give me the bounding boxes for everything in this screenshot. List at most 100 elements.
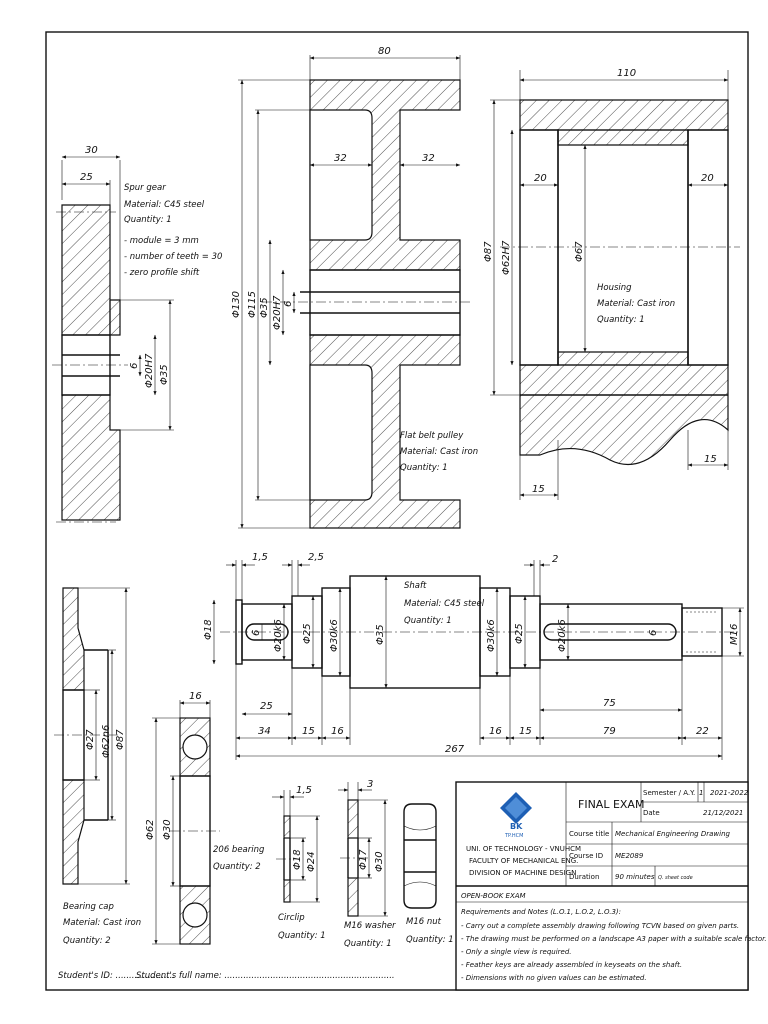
circlip-dim-18: Φ18 [292,849,303,870]
shaft-dim-20k6b: Φ20k6 [557,619,568,652]
sheet-border [45,31,749,991]
housing-dim-20a: 20 [534,173,547,184]
bearing-cap-part: Φ27 Φ62n6 Φ87 Bearing cap Material: Cast… [54,587,141,946]
pulley-dim-130: Φ130 [231,291,242,318]
shaft-dim-l25: 25 [260,701,273,712]
tb-duration-value: 90 minutes [615,873,655,881]
washer-dim-17: Φ17 [358,849,369,870]
tb-open-book: OPEN-BOOK EXAM [461,892,526,900]
housing-material: Material: Cast iron [597,299,675,309]
shaft-dim-l267: 267 [445,744,465,755]
bearing-quantity: Quantity: 2 [213,862,261,872]
tb-course-id-label: Course ID [569,852,603,860]
washer-dim-t: 3 [367,779,373,790]
pulley-dim-80: 80 [378,46,391,57]
cap-quantity: Quantity: 2 [63,936,111,946]
pulley-dim-20: Φ20H7 [272,295,283,330]
title-block: BK TP.HCM FINAL EXAM Semester / A.Y. 1 2… [455,781,767,991]
gear-dim-bore: Φ20H7 [144,353,155,388]
housing-dim-20b: 20 [701,173,714,184]
gear-dim-hub: Φ35 [159,364,170,385]
housing-dim-110: 110 [617,68,636,79]
gear-quantity: Quantity: 1 [124,215,172,225]
tb-duration-label: Duration [569,873,599,881]
pulley-material: Material: Cast iron [400,447,478,457]
shaft-part: 1,5 2,5 2 Φ18 6 Φ20k6 Φ25 Φ30k6 Φ35 Φ30k… [203,552,744,760]
tb-uni-3: DIVISION OF MACHINE DESIGN [469,869,576,877]
shaft-dim-key-a: 6 [251,630,262,636]
pulley-dim-35: Φ35 [259,297,270,318]
bearing-dim-30: Φ30 [162,819,173,840]
gear-dim-25: 25 [80,172,93,183]
shaft-dim-l22: 22 [696,726,709,737]
housing-dim-87: Φ87 [483,241,494,262]
shaft-dim-l16b: 16 [489,726,502,737]
nut-part: M16 nut Quantity: 1 [403,803,454,945]
shaft-name: Shaft [404,581,427,591]
gear-note-2: - number of teeth = 30 [124,252,222,262]
nut-name: M16 nut [406,917,442,927]
spur-gear-part: 30 25 6 Φ20H7 Φ35 Spur gear Material: C4… [52,145,222,523]
bearing-part: 16 Φ62 Φ30 206 bearing Quantity: 2 [145,691,265,945]
tb-sem-label: Semester / A.Y. [643,789,695,797]
gear-note-3: - zero profile shift [124,268,200,278]
tb-sheet-code: Q. sheet code [658,875,693,881]
circlip-dim-24: Φ24 [306,851,317,872]
student-name-field[interactable]: Student's full name: ...................… [136,971,395,981]
gear-material: Material: C45 steel [124,200,205,210]
pulley-dim-32a: 32 [334,153,347,164]
bk-logo-icon: BK TP.HCM [500,792,532,839]
tb-req-3: - Only a single view is required. [461,948,572,956]
shaft-dim-l34: 34 [258,726,271,737]
washer-dim-30: Φ30 [374,851,385,872]
shaft-dim-1-5: 1,5 [252,552,268,563]
nut-quantity: Quantity: 1 [406,935,454,945]
tb-course-id-value: ME2089 [615,852,644,860]
tb-date-label: Date [643,809,660,817]
circlip-name: Circlip [278,913,305,923]
shaft-dim-l15a: 15 [302,726,315,737]
gear-name: Spur gear [124,183,166,193]
tb-req-2: - The drawing must be performed on a lan… [461,935,767,943]
tb-sem-value: 1 [699,789,703,797]
tb-uni-2: FACULTY OF MECHANICAL ENG. [469,857,578,865]
washer-quantity: Quantity: 1 [344,939,392,949]
tb-course-title-label: Course title [569,830,609,838]
shaft-dim-18: Φ18 [203,619,214,640]
pulley-name: Flat belt pulley [400,431,464,441]
shaft-dim-30k6b: Φ30k6 [486,619,497,652]
cap-material: Material: Cast iron [63,918,141,928]
pulley-dim-key: 6 [283,301,294,307]
shaft-dim-l79: 79 [603,726,616,737]
pulley-dim-32b: 32 [422,153,435,164]
tb-uni-1: UNI. OF TECHNOLOGY - VNUHCM [466,845,581,853]
tb-req-5: - Dimensions with no given values can be… [461,974,647,982]
bearing-dim-62: Φ62 [145,819,156,840]
gear-dim-30: 30 [85,145,98,156]
cap-dim-62: Φ62n6 [101,725,112,758]
shaft-dim-35: Φ35 [375,624,386,645]
tb-date-value: 21/12/2021 [703,809,743,817]
shaft-dim-l16a: 16 [331,726,344,737]
tb-req-4: - Feather keys are already assembled in … [461,961,682,969]
pulley-quantity: Quantity: 1 [400,463,448,473]
svg-text:TP.HCM: TP.HCM [504,833,523,839]
circlip-part: 1,5 Φ18 Φ24 Circlip Quantity: 1 [272,785,326,941]
shaft-quantity: Quantity: 1 [404,616,452,626]
shaft-dim-2: 2 [552,554,558,565]
gear-dim-key: 6 [129,363,140,369]
tb-req-1: - Carry out a complete assembly drawing … [461,922,739,930]
shaft-dim-25a: Φ25 [302,623,313,644]
cap-dim-27: Φ27 [85,729,96,750]
washer-name: M16 washer [344,921,396,931]
shaft-material: Material: C45 steel [404,599,485,609]
washer-part: 3 Φ17 Φ30 M16 washer Quantity: 1 [338,779,396,949]
tb-year-value: 2021-2022 [710,789,749,797]
svg-text:BK: BK [510,822,523,831]
circlip-quantity: Quantity: 1 [278,931,326,941]
housing-dim-67: Φ67 [574,241,585,262]
shaft-dim-l15b: 15 [519,726,532,737]
student-id-field[interactable]: Student's ID: ...................... [58,971,175,981]
shaft-dim-m16: M16 [729,624,740,645]
